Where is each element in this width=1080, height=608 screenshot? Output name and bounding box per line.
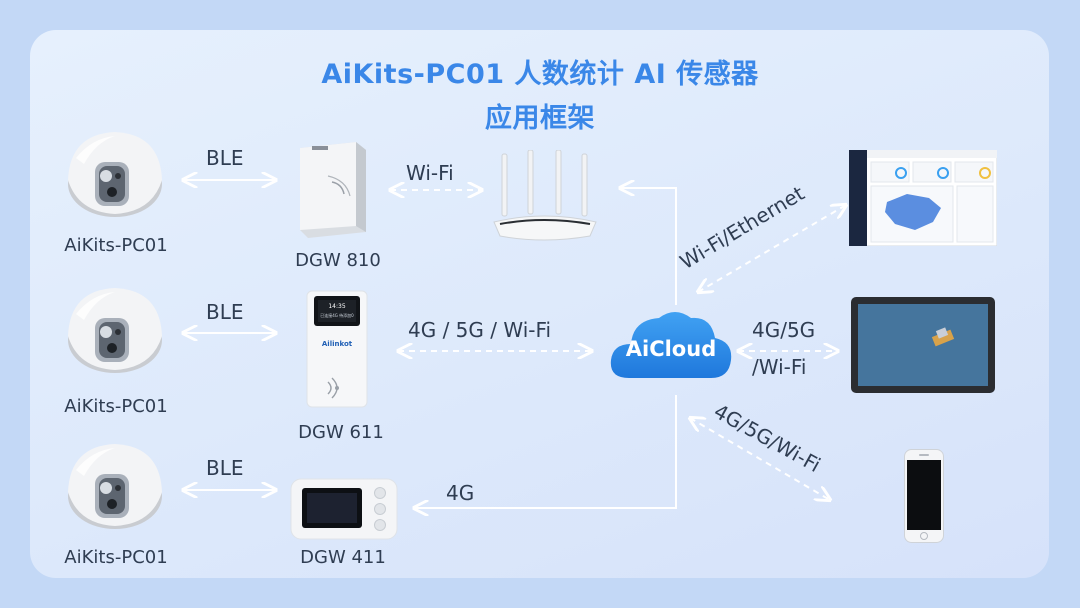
phone-device — [904, 449, 944, 543]
router-to-cloud-line — [620, 188, 677, 305]
wifi-label: Wi-Fi — [406, 161, 454, 185]
cloud-to-dgw411-line — [414, 395, 677, 508]
ble-label-3: BLE — [206, 456, 244, 480]
dashboard-link — [698, 205, 846, 292]
cellular-label: 4G — [446, 481, 475, 505]
phone-link — [690, 418, 830, 500]
sensor-device-2 — [68, 288, 162, 373]
diagram-subtitle: 应用框架 — [485, 103, 595, 134]
gateway-label-810: DGW 810 — [295, 250, 381, 271]
cellular-wifi-label: 4G / 5G / Wi-Fi — [408, 318, 552, 342]
cloud-label: AiCloud — [625, 337, 717, 361]
ble-label-2: BLE — [206, 300, 244, 324]
gateway-label-411: DGW 411 — [300, 547, 386, 568]
sensor-device-1 — [68, 132, 162, 217]
tablet-device — [851, 297, 995, 393]
sensor-label-3: AiKits-PC01 — [64, 547, 168, 568]
gateway-label-611: DGW 611 — [298, 422, 384, 443]
tablet-link-label-2: /Wi-Fi — [752, 355, 807, 379]
cloud-icon — [610, 312, 732, 378]
dgw611-device — [306, 290, 368, 408]
dgw810-device — [300, 142, 366, 238]
dashboard-screen — [849, 150, 997, 246]
gateway-brand-logo: Ailinkot — [321, 340, 353, 348]
sensor-label-1: AiKits-PC01 — [64, 235, 168, 256]
router-device — [493, 150, 597, 241]
gateway-screen-status: 已连接4G 待添加0 — [320, 313, 354, 318]
diagram-title: AiKits-PC01 人数统计 AI 传感器 — [321, 59, 759, 90]
sensor-label-2: AiKits-PC01 — [64, 396, 168, 417]
ble-label-1: BLE — [206, 146, 244, 170]
tablet-link-label-1: 4G/5G — [752, 318, 816, 342]
gateway-screen-time: 14:35 — [328, 303, 346, 310]
dgw411-device — [290, 478, 398, 540]
sensor-device-3 — [68, 444, 162, 529]
